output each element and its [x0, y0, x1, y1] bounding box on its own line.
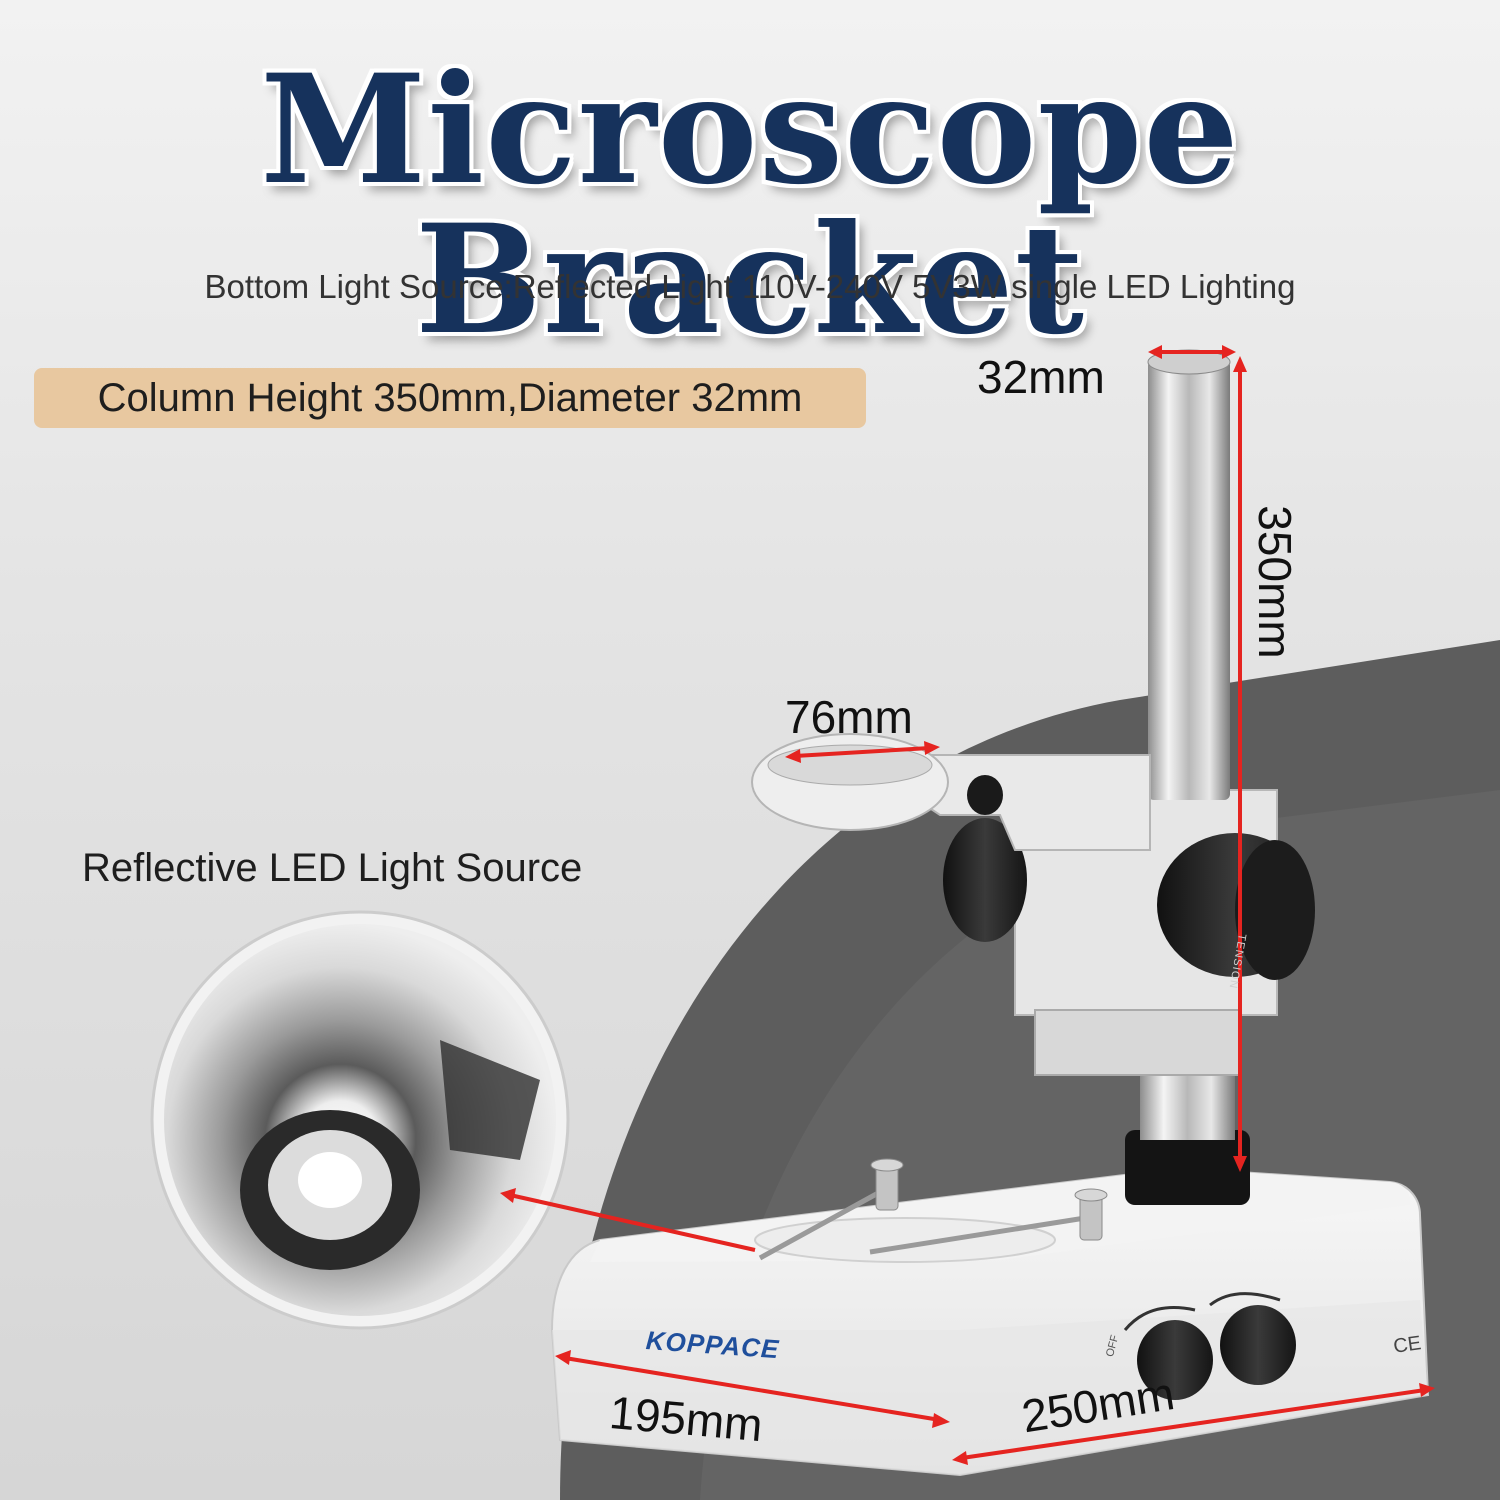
subtitle: Bottom Light Source:Reflected Light 110V…	[204, 268, 1296, 305]
column-height-label: 350mm	[1249, 505, 1301, 659]
spec-badge-text: Column Height 350mm,Diameter 32mm	[97, 376, 803, 420]
spec-badge: Column Height 350mm,Diameter 32mm	[34, 368, 866, 428]
column-diameter-label: 32mm	[977, 351, 1105, 403]
ce-mark: CE	[1392, 1332, 1423, 1358]
holder-diameter-label: 76mm	[785, 691, 913, 743]
page-title: Microscope Bracket	[260, 42, 1240, 368]
led-light-source-label: Reflective LED Light Source	[82, 846, 583, 890]
